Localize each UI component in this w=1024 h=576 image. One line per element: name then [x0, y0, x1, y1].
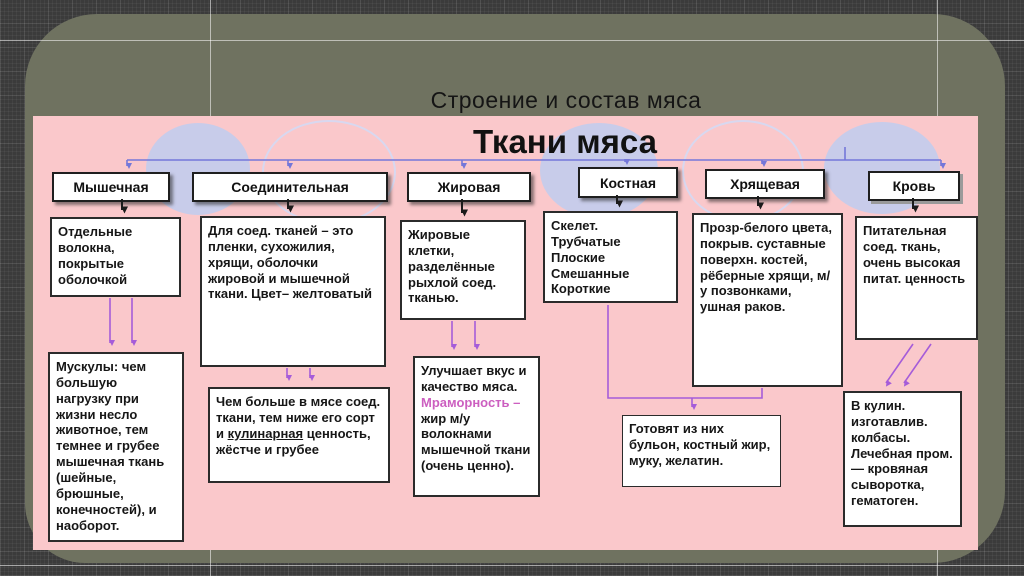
text-segment: ценность, жёстче и грубее — [216, 425, 371, 457]
detail-box-bone-types: Скелет. Трубчатые Плоские Смешанные Коро… — [543, 211, 678, 303]
grid-line-horizontal-top — [0, 40, 1024, 41]
grid-line-horizontal-bottom — [0, 565, 1024, 566]
diagram-title: Ткани мяса — [473, 123, 657, 160]
detail-box-cartilage-desc: Прозр-белого цвета, покрыв. суставные по… — [692, 213, 843, 387]
detail-box-blood-products: В кулин. изготавлив. колбасы. Лечебная п… — [843, 391, 962, 527]
text-segment: Улучшает вкус и качество мяса. — [421, 363, 527, 394]
category-box-fat: Жировая — [407, 172, 531, 202]
text-segment: Чем больше в мясе соед. ткани, тем ниже … — [216, 394, 381, 441]
text-segment: жир м/у волокнами мышечной ткани (очень … — [421, 410, 531, 474]
detail-box-connective-quality: Чем больше в мясе соед. ткани, тем ниже … — [208, 387, 390, 483]
category-box-bone: Костная — [578, 167, 678, 198]
detail-box-connective-desc: Для соед. тканей – это пленки, сухожилия… — [200, 216, 386, 367]
detail-box-blood-nutrition: Питательная соед. ткань, очень высокая п… — [855, 216, 978, 340]
underlined-word: кулинарная — [227, 425, 304, 441]
detail-box-fat-cells: Жировые клетки, разделённые рыхлой соед.… — [400, 220, 526, 320]
category-box-connective: Соединительная — [192, 172, 388, 202]
detail-box-muscle-fibers: Отдельные волокна, покрытые оболочкой — [50, 217, 181, 297]
detail-box-bone-cartilage-products: Готовят из них бульон, костный жир, муку… — [622, 415, 781, 487]
detail-box-fat-marbling: Улучшает вкус и качество мяса. Мраморнос… — [413, 356, 540, 497]
highlighted-word: Мраморность – — [421, 394, 521, 410]
slide-title: Строение и состав мяса — [430, 87, 702, 113]
category-box-cartilage: Хрящевая — [705, 169, 825, 199]
category-box-blood: Кровь — [868, 171, 960, 201]
category-box-muscle: Мышечная — [52, 172, 170, 202]
detail-box-muscle-load: Мускулы: чем большую нагрузку при жизни … — [48, 352, 184, 542]
